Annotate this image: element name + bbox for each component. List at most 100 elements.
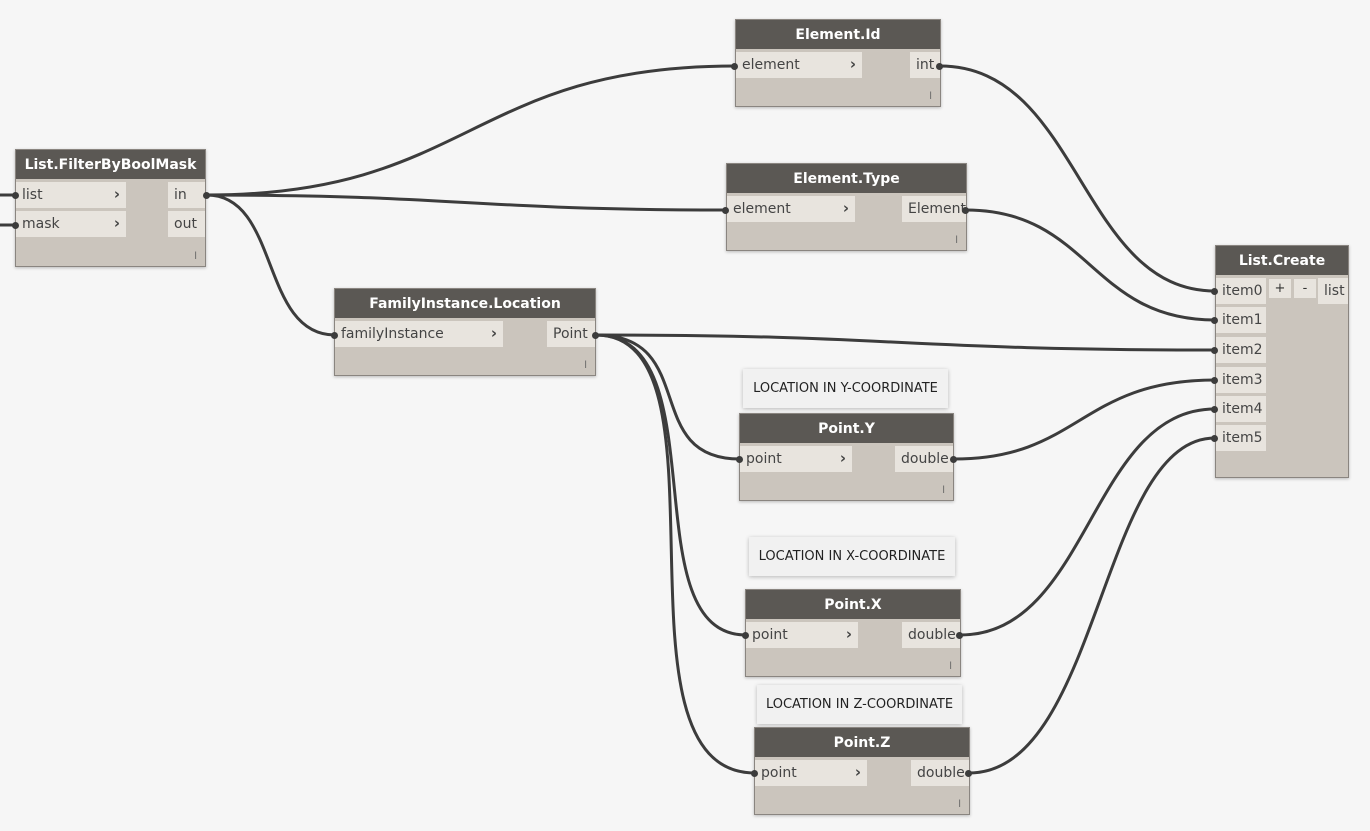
wire-point-z-to-item5[interactable] xyxy=(967,436,1217,775)
node-point-x[interactable]: Point.X point › double l xyxy=(745,589,961,677)
chevron-right-icon: › xyxy=(490,324,497,342)
input-port-item2[interactable]: item2 xyxy=(1216,337,1266,363)
port-label: item4 xyxy=(1222,401,1263,417)
node-title: FamilyInstance.Location xyxy=(335,289,595,318)
lacing-indicator[interactable]: l xyxy=(955,235,958,246)
output-port-in[interactable]: in xyxy=(168,182,205,208)
port-dot xyxy=(1211,317,1218,324)
input-port-item0[interactable]: item0 xyxy=(1216,278,1266,304)
input-port-list[interactable]: list › xyxy=(16,182,126,208)
node-title: List.FilterByBoolMask xyxy=(16,150,205,179)
node-title: Point.X xyxy=(746,590,960,619)
port-label: item0 xyxy=(1222,283,1263,299)
lacing-indicator[interactable]: l xyxy=(942,485,945,496)
port-label: list xyxy=(1324,283,1345,299)
input-port-item4[interactable]: item4 xyxy=(1216,396,1266,422)
output-port-double[interactable]: double xyxy=(895,446,953,472)
wire-element-type-to-item1[interactable] xyxy=(964,208,1217,322)
port-label: double xyxy=(908,627,956,643)
node-title: Point.Y xyxy=(740,414,953,443)
port-label: point xyxy=(746,451,782,467)
wire-location-to-point-y[interactable] xyxy=(594,333,742,461)
input-port-item5[interactable]: item5 xyxy=(1216,425,1266,451)
port-dot xyxy=(736,456,743,463)
wire-filter-in-to-location[interactable] xyxy=(205,193,337,337)
node-list-create[interactable]: List.Create item0 item1 item2 item3 item… xyxy=(1215,245,1349,478)
port-label: double xyxy=(917,765,965,781)
node-point-z[interactable]: Point.Z point › double l xyxy=(754,727,970,815)
port-dot xyxy=(936,63,943,70)
input-port-element[interactable]: element › xyxy=(727,196,855,222)
port-dot xyxy=(950,456,957,463)
lacing-indicator[interactable]: l xyxy=(929,91,932,102)
port-label: double xyxy=(901,451,949,467)
chevron-right-icon: › xyxy=(113,185,120,203)
node-point-y[interactable]: Point.Y point › double l xyxy=(739,413,954,501)
port-label: item1 xyxy=(1222,312,1263,328)
chevron-right-icon: › xyxy=(839,449,846,467)
wire-location-to-item2[interactable] xyxy=(594,333,1217,352)
wire-filter-in-to-element-id[interactable] xyxy=(205,64,737,197)
node-title: Element.Id xyxy=(736,20,940,49)
lacing-indicator[interactable]: l xyxy=(194,251,197,262)
input-port-point[interactable]: point › xyxy=(746,622,858,648)
node-element-id[interactable]: Element.Id element › int l xyxy=(735,19,941,107)
chevron-right-icon: › xyxy=(842,199,849,217)
chevron-right-icon: › xyxy=(854,763,861,781)
wire-element-id-to-item0[interactable] xyxy=(938,64,1217,293)
input-port-point[interactable]: point › xyxy=(755,760,867,786)
port-dot xyxy=(962,207,969,214)
node-list-filter-by-bool-mask[interactable]: List.FilterByBoolMask list › mask › in o… xyxy=(15,149,206,267)
chevron-right-icon: › xyxy=(113,214,120,232)
node-title: Element.Type xyxy=(727,164,966,193)
note-location-z[interactable]: LOCATION IN Z-COORDINATE xyxy=(757,685,962,724)
input-port-point[interactable]: point › xyxy=(740,446,852,472)
output-port-list[interactable]: list xyxy=(1318,278,1348,304)
node-family-instance-location[interactable]: FamilyInstance.Location familyInstance ›… xyxy=(334,288,596,376)
output-port-out[interactable]: out xyxy=(168,211,205,237)
output-port-double[interactable]: double xyxy=(911,760,969,786)
lacing-indicator[interactable]: l xyxy=(958,799,961,810)
lacing-indicator[interactable]: l xyxy=(584,360,587,371)
port-dot xyxy=(331,332,338,339)
input-port-element[interactable]: element › xyxy=(736,52,862,78)
port-dot xyxy=(1211,435,1218,442)
port-dot xyxy=(1211,377,1218,384)
output-port-double[interactable]: double xyxy=(902,622,960,648)
wire-location-to-point-x[interactable] xyxy=(594,333,748,637)
input-port-item3[interactable]: item3 xyxy=(1216,367,1266,393)
lacing-indicator[interactable]: l xyxy=(949,661,952,672)
input-port-item1[interactable]: item1 xyxy=(1216,307,1266,333)
port-label: item5 xyxy=(1222,430,1263,446)
wire-point-y-to-item3[interactable] xyxy=(952,378,1217,461)
port-label: point xyxy=(761,765,797,781)
port-label: in xyxy=(174,187,187,203)
port-label: item3 xyxy=(1222,372,1263,388)
port-label: familyInstance xyxy=(341,326,444,342)
add-input-button[interactable]: + xyxy=(1269,279,1291,298)
port-dot xyxy=(1211,406,1218,413)
port-dot xyxy=(203,192,210,199)
remove-input-button[interactable]: - xyxy=(1294,279,1316,298)
output-port-int[interactable]: int xyxy=(910,52,940,78)
output-port-element[interactable]: Element xyxy=(902,196,966,222)
port-label: list xyxy=(22,187,43,203)
note-location-y[interactable]: LOCATION IN Y-COORDINATE xyxy=(743,369,948,408)
port-label: element xyxy=(742,57,800,73)
port-dot xyxy=(965,770,972,777)
port-dot xyxy=(1211,288,1218,295)
port-label: Point xyxy=(553,326,588,342)
output-port-point[interactable]: Point xyxy=(547,321,595,347)
chevron-right-icon: › xyxy=(845,625,852,643)
input-port-family-instance[interactable]: familyInstance › xyxy=(335,321,503,347)
wire-filter-in-to-element-type[interactable] xyxy=(205,193,728,212)
input-port-mask[interactable]: mask › xyxy=(16,211,126,237)
port-dot xyxy=(592,332,599,339)
port-label: point xyxy=(752,627,788,643)
wire-point-x-to-item4[interactable] xyxy=(958,407,1217,637)
wire-location-to-point-z[interactable] xyxy=(594,333,757,775)
node-element-type[interactable]: Element.Type element › Element l xyxy=(726,163,967,251)
port-label: out xyxy=(174,216,197,232)
note-location-x[interactable]: LOCATION IN X-COORDINATE xyxy=(749,537,955,576)
port-label: mask xyxy=(22,216,60,232)
